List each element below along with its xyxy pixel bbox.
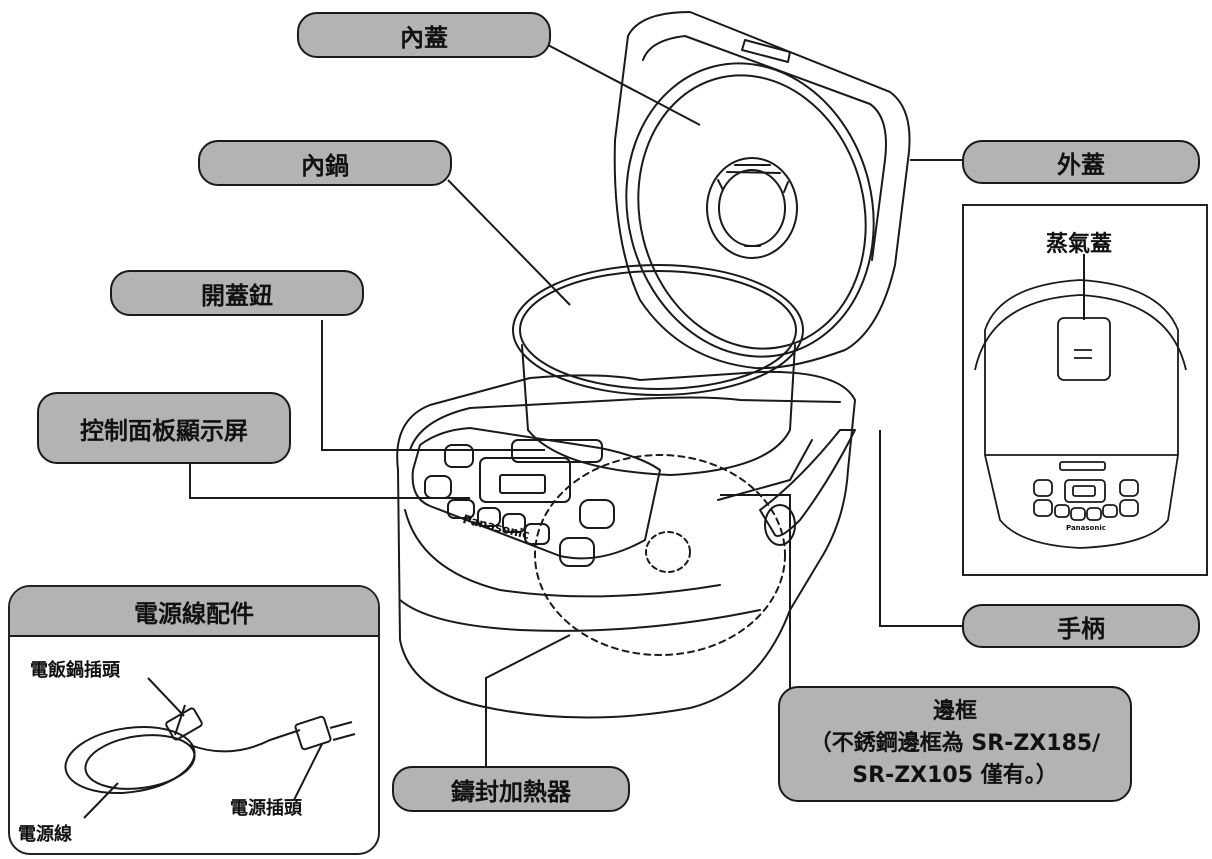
cooker-body-shape [396,370,856,719]
steam-cap-inset: 蒸氣蓋 Panasonic [962,204,1208,576]
label-control-panel: 控制面板顯示屏 [37,392,291,464]
label-heater: 鑄封加熱器 [392,766,630,812]
rim-note-line1: （不銹鋼邊框為 SR-ZX185/ [809,731,1101,756]
inner-pot-shape [512,264,804,476]
label-appliance-plug: 電飯鍋插頭 [30,660,120,681]
rim-title: 邊框 [932,699,977,724]
rim-note-line2: SR-ZX105 僅有。） [852,763,1058,788]
outer-lid-shape [613,11,911,370]
power-cord-panel: 電源線配件 [8,585,380,855]
power-cord-panel-header: 電源線配件 [10,587,378,637]
inset-brand-logo: Panasonic [1066,524,1106,532]
label-outer-lid: 外蓋 [962,140,1200,184]
label-inner-pot: 內鍋 [198,140,452,186]
label-lid-release-button: 開蓋鈕 [110,270,364,316]
label-steam-cap: 蒸氣蓋 [1046,232,1113,257]
label-handle: 手柄 [962,604,1200,648]
label-rim: 邊框 （不銹鋼邊框為 SR-ZX185/ SR-ZX105 僅有。） [778,686,1132,802]
label-inner-lid: 內蓋 [297,12,551,58]
power-cord-panel-title: 電源線配件 [134,599,254,628]
label-power-cord: 電源線 [18,824,72,845]
label-power-plug: 電源插頭 [230,798,302,819]
